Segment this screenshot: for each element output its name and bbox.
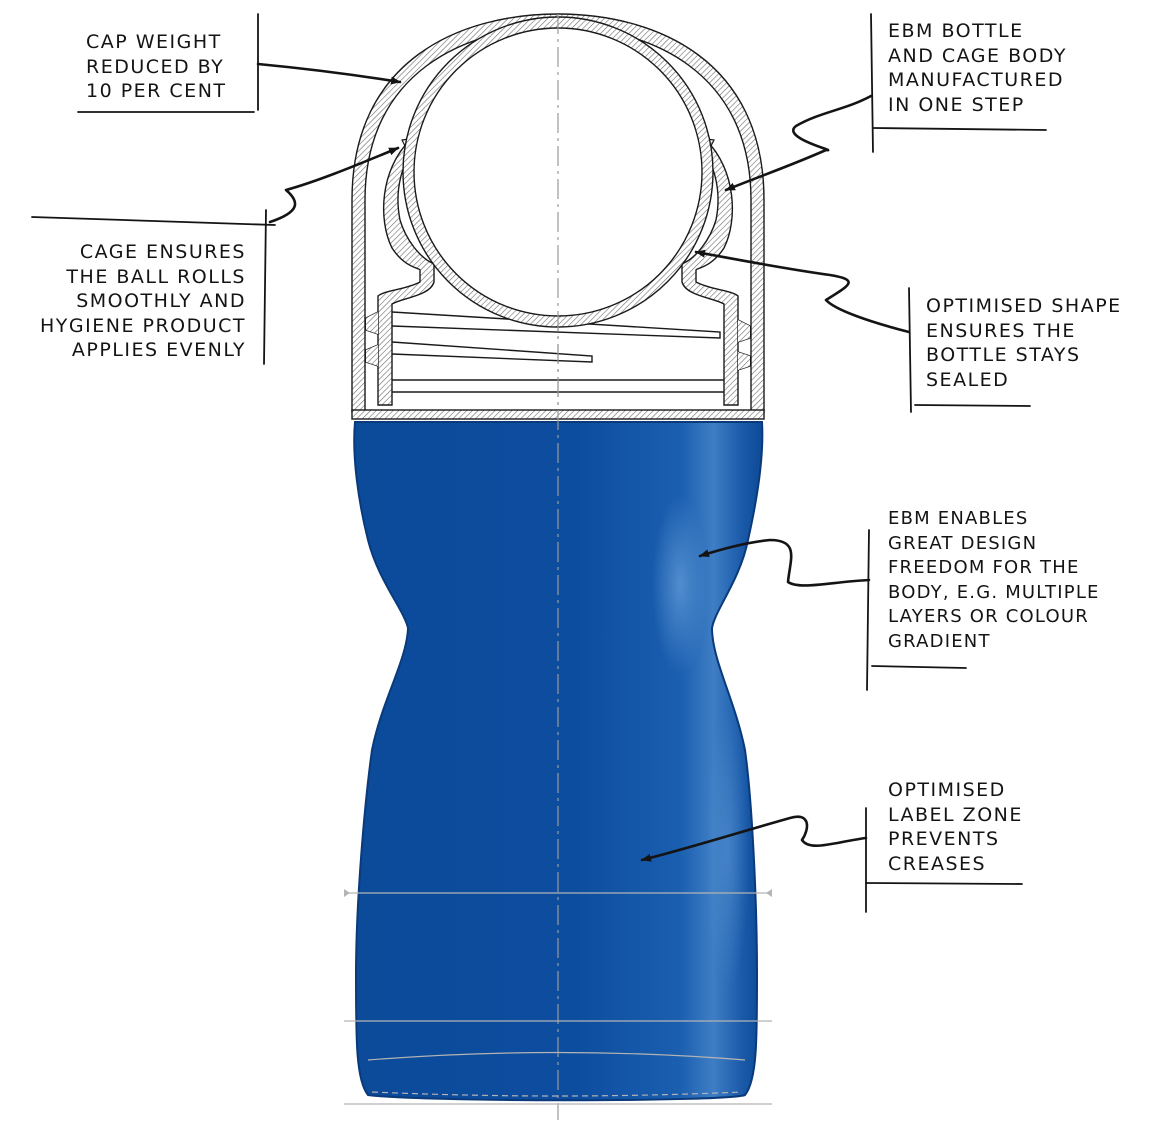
measure-ticks [344,889,772,897]
callout-line: AND CAGE BODY [888,44,1067,67]
callout-line: CAGE ENSURES [79,241,246,263]
cage-right [681,139,739,406]
callout-pointers [256,62,911,862]
callout-line: PREVENTS [888,828,1000,850]
callout-ebm-enables: EBM ENABLES GREAT DESIGN FREEDOM FOR THE… [888,507,1100,654]
pointer-ebm-enables [698,538,871,587]
callout-line: THE BALL ROLLS [66,265,246,288]
callout-line: GREAT DESIGN [888,532,1038,554]
callout-line: GRADIENT [888,630,991,652]
callout-label-zone: OPTIMISED LABEL ZONE PREVENTS CREASES [888,778,1023,876]
callout-line: OPTIMISED [888,779,1006,801]
callout-line: 10 PER CENT [86,80,227,102]
callout-line: SMOOTHLY AND [76,290,246,312]
callout-optimised-shape: OPTIMISED SHAPE ENSURES THE BOTTLE STAYS… [926,294,1122,392]
pointer-label-zone [640,815,868,862]
callout-line: SEALED [926,368,1010,391]
callout-line: LAYERS OR COLOUR [888,606,1089,627]
callout-line: CREASES [888,852,987,875]
callout-line: EBM ENABLES [888,508,1029,529]
bottle-body [353,421,764,1102]
callout-line: REDUCED BY [86,55,225,78]
bottle-body-highlight [652,495,708,675]
callout-line: HYGIENE PRODUCT [40,314,247,337]
callout-ebm-bottle: EBM BOTTLE AND CAGE BODY MANUFACTURED IN… [888,19,1067,117]
bottle-body-highlight [706,710,750,990]
callout-line: BOTTLE STAYS [926,344,1081,366]
callout-line: CAP WEIGHT [86,31,222,53]
callout-line: MANUFACTURED [888,69,1064,91]
callout-line: IN ONE STEP [888,93,1025,116]
callout-brackets [31,13,1047,913]
pointer-optimised-shape [694,249,911,334]
callout-line: BODY, E.G. MULTIPLE [888,581,1100,603]
callout-cap-weight: CAP WEIGHT REDUCED BY 10 PER CENT [86,30,227,104]
callout-line: APPLIES EVENLY [71,339,246,361]
callout-line: FREEDOM FOR THE [888,557,1080,578]
cage-left [377,139,435,406]
callout-line: LABEL ZONE [888,803,1023,826]
pointer-cap-weight [256,62,402,85]
callout-line: ENSURES THE [926,319,1076,342]
callout-line: OPTIMISED SHAPE [926,295,1122,317]
pointer-cage [268,146,400,224]
neck-thread-fill [366,312,750,370]
measure-lines [344,892,772,1105]
callout-line: EBM BOTTLE [888,20,1024,42]
pointer-ebm-bottle [724,94,873,192]
callout-cage-ensures: CAGE ENSURES THE BALL ROLLS SMOOTHLY AND… [40,240,246,363]
